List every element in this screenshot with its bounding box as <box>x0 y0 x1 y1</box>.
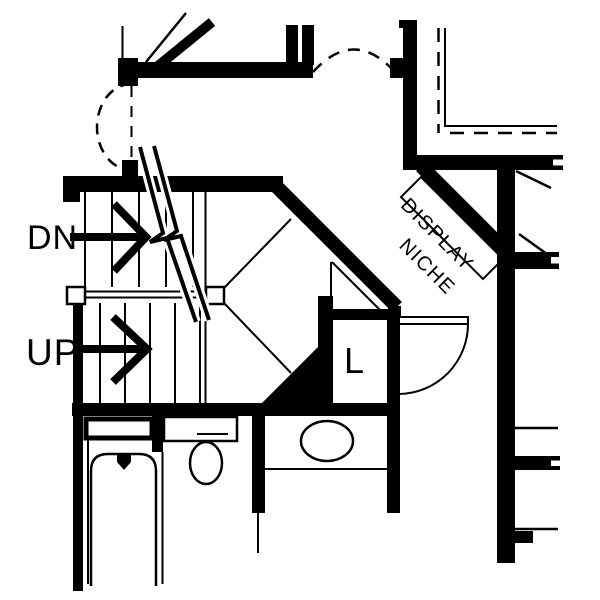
wall-end-notch <box>553 159 563 166</box>
arched-openings <box>95 48 394 172</box>
bathroom <box>83 403 387 586</box>
stair-break-lines <box>135 144 214 324</box>
label-dn: DN <box>27 219 78 257</box>
wall-right-vertical-top <box>403 20 417 170</box>
newel-post-right <box>204 285 226 306</box>
wall-closet-top <box>318 309 399 320</box>
diagonal-thin-line <box>145 12 187 63</box>
label-up: UP <box>26 332 79 373</box>
wall-stair-diagonal <box>267 177 402 312</box>
swing-line-lower <box>518 232 552 259</box>
label-linen: L <box>344 340 364 381</box>
wall-top-left-block <box>118 58 138 86</box>
swing-line-upper <box>515 169 552 190</box>
wall-stair-top-left-block <box>63 176 80 202</box>
wall-stair-top <box>63 176 283 192</box>
wall-stub-up-2 <box>302 25 314 65</box>
ceiling-line-solid <box>444 28 557 127</box>
wall-stub-bottom <box>512 531 533 543</box>
winder-tread-upper <box>223 218 292 289</box>
arch-dashed-top <box>312 48 394 73</box>
stair-arrows <box>70 201 153 385</box>
toilet-bowl <box>188 440 224 486</box>
wall-tub-stub <box>152 415 163 452</box>
ceiling-line-dashed <box>437 28 557 135</box>
wall-end-notch <box>551 257 559 264</box>
up-arrow-head <box>110 314 153 385</box>
wall-bottom-horizontal <box>72 403 400 416</box>
niche-outline <box>399 175 505 281</box>
newel-post-left <box>65 285 87 306</box>
break-line <box>138 146 198 323</box>
right-corridor <box>497 169 560 563</box>
display-niche: DISPLAY NICHE <box>395 161 514 299</box>
stair-walls <box>63 176 402 591</box>
door-leaf <box>398 316 469 325</box>
wall-corridor-vertical <box>497 170 515 563</box>
closet-pocket-diagonal <box>331 261 381 311</box>
top-right-walls <box>390 20 563 170</box>
diagonal-wall-band <box>154 18 216 70</box>
closet-door <box>398 316 469 395</box>
arch-dashed-left <box>95 82 132 172</box>
wall-right-horizontal <box>403 155 563 170</box>
wall-niche-diagonal <box>416 161 514 259</box>
wall-stub-left <box>390 58 403 78</box>
wall-corner-triangle <box>262 334 333 403</box>
wall-left-vertical <box>73 301 83 591</box>
door-jamb-block <box>122 160 138 177</box>
top-left-walls <box>118 12 314 86</box>
wall-stub-up-1 <box>286 25 298 65</box>
break-line <box>152 145 211 321</box>
bathtub <box>89 452 158 586</box>
dn-arrow-head <box>111 201 152 274</box>
wall-stub-lower <box>497 456 560 470</box>
wall-bath-divider <box>252 403 265 513</box>
tub-shelf <box>83 416 155 441</box>
sink-basin <box>299 419 355 463</box>
door-swing-arc <box>398 323 469 395</box>
labels: DN UP L <box>26 219 364 381</box>
winder-tread-lower <box>223 302 292 374</box>
wall-closet-right <box>387 310 400 513</box>
tub-faucet <box>117 453 131 470</box>
toilet-tank <box>162 415 239 443</box>
wall-end-notch <box>551 460 560 466</box>
wall-top-horizontal <box>118 62 313 78</box>
